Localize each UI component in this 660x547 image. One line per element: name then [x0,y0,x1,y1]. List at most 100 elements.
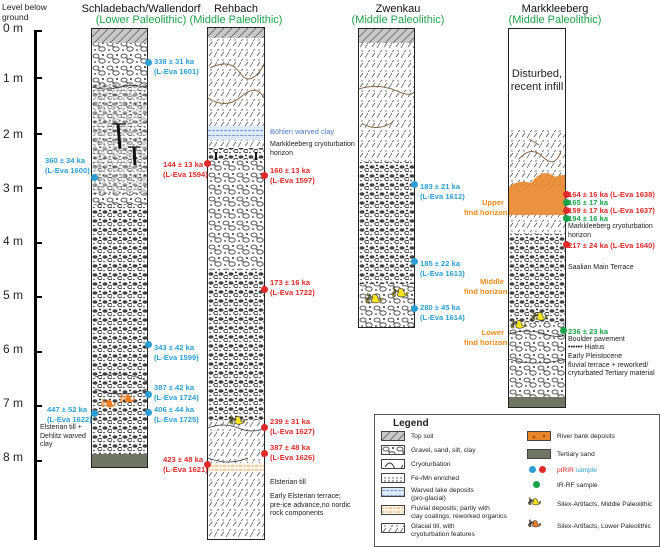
silex-middle-paleolithic-icon: ❧ [530,304,549,329]
sample-label: 447 ± 52 ka(L-Eva 1622) [47,405,92,424]
legend-silex-mp: Silex-Artifacts, Middle Paleolithic [557,501,653,508]
depth-axis-line [34,30,37,540]
axis-title-line1: Level below [2,2,47,12]
depth-tick [34,405,42,407]
boulder-pavement-label: Boulder pavement [568,336,625,343]
depth-tick-label: 3 m [3,181,24,195]
depth-tick-label: 0 m [3,21,24,35]
sample-label: 236 ± 23 ka [568,327,609,336]
pirir-sample-dot [261,424,268,431]
saalian-terrace-label: Saalian Main Terrace [568,264,634,271]
silex-middle-paleolithic-icon: ❧ [364,286,385,313]
sample-label: 217 ± 24 ka (L-Eva 1640) [568,241,655,250]
cryoturbation-swatch [381,459,405,469]
glacial-till-swatch [381,523,405,533]
topsoil-swatch [381,431,405,441]
pirir-sample-dot [145,59,152,66]
legend-pirir-red-dot [539,466,546,473]
depth-tick-label: 1 m [3,71,24,85]
sample-label: 165 ± 17 ka [568,198,609,207]
site-period-markkleeberg: (Middle Paleolithic) [508,14,602,26]
pirir-sample-dot [411,181,418,188]
fluvial-swatch [381,505,405,515]
sample-label: 160 ± 13 ka(L-Eva 1597) [270,166,315,185]
depth-tick-label: 2 m [3,127,24,141]
site-period-rehbach: (Middle Paleolithic) [189,14,283,26]
pirir-sample-dot [145,409,152,416]
legend-cryoturbation: Cryoturbation [411,461,451,468]
pirir-sample-dot [204,461,211,468]
pirir-sample-dot [261,450,268,457]
pirir-sample-dot [411,258,418,265]
site-period-zwenkau: (Middle Paleolithic) [351,14,445,26]
legend-topsoil: Top soil [411,433,434,440]
legend-irrf: IR-RF sample [557,482,598,489]
rehbach-terrace-label: Early Elsterian terrace;pre-ice advance,… [270,493,351,517]
sample-label: 194 ± 16 ka [568,214,609,223]
irrf-sample-dot [563,215,570,222]
pirir-sample-dot [145,391,152,398]
depth-tick [34,351,42,353]
silex-middle-paleolithic-icon: ❧ [390,280,411,307]
hiatus-dots: •••••• [568,344,583,351]
sample-label: 406 ± 44 ka(L-Eva 1725) [154,405,199,424]
legend-riverbank: River bank deposits [557,433,615,440]
sample-label: 338 ± 31 ka(L-Eva 1601) [154,57,199,76]
pirir-sample-dot [261,172,268,179]
sample-label: 360 ± 34 ka(L-Eva 1600) [45,156,90,175]
hiatus-label: •••••• Hiatus [568,344,605,351]
depth-tick [34,460,42,462]
depth-tick [34,296,42,298]
legend-tertiary: Tertiary sand [557,451,595,458]
silex-lower-paleolithic-icon: ❧ [118,386,137,411]
profile-column-markkleeberg [508,28,566,408]
legend-gravel: Gravel, sand, silt, clay [411,447,476,454]
depth-tick [34,242,42,244]
warved-swatch [381,487,405,497]
depth-tick [34,187,42,189]
legend-pirir: pIRIR sample [557,467,597,474]
legend-warved: Warved lake deposits(pro-glacial) [411,487,474,502]
sample-label: 387 ± 48 ka(L-Eva 1626) [270,443,315,462]
silex-middle-paleolithic-icon: ❧ [509,312,528,337]
site-name-schladebach: Schladebach/Wallendorf [81,3,201,15]
sample-label: 144 ± 13 ka(L-Eva 1594) [163,160,208,179]
legend-silex-lp: Silex-Artifacts, Lower Paleolithic [557,523,651,530]
depth-tick-label: 4 m [3,234,24,248]
legend-pirir-blue-dot [529,466,536,473]
depth-tick-label: 6 m [3,342,24,356]
rehbach-till-label: Elsterian till [270,479,306,486]
site-name-rehbach: Rehbach [213,3,259,15]
depth-tick-label: 7 m [3,396,24,410]
depth-tick [34,30,42,32]
legend-title: Legend [393,418,429,429]
boehlen-warved-clay-label: Böhlen warved clay [270,127,335,136]
sample-label: 280 ± 45 ka(L-Eva 1614) [420,303,465,322]
pirir-sample-dot [145,341,152,348]
sample-label: 173 ± 16 ka(L-Eva 1722) [270,278,315,297]
legend-irrf-dot [533,481,540,488]
profile-column-schladebach [91,28,148,468]
riverbank-swatch [527,431,551,441]
depth-tick-label: 5 m [3,288,24,302]
pirir-sample-dot [261,286,268,293]
depth-tick [34,133,42,135]
legend-box: Legend Top soil Gravel, sand, silt, clay… [374,414,660,547]
site-name-markkleeberg: Markkleeberg [521,3,589,15]
irrf-sample-dot [563,199,570,206]
sample-label: 185 ± 22 ka(L-Eva 1613) [420,259,465,278]
pirir-sample-dot [411,305,418,312]
silex-lower-paleolithic-icon: ❧ [527,514,543,534]
pirir-sample-dot [91,174,98,181]
sample-label: 159 ± 17 ka (L-Eva 1637) [568,206,655,215]
site-period-schladebach: (Lower Paleolithic) [95,14,187,26]
depth-tick [34,77,42,79]
sample-label: 343 ± 42 ka(L-Eva 1599) [154,343,199,362]
disturbed-infill-label: Disturbed,recent infill [510,68,564,93]
sample-label: 183 ± 21 ka(L-Eva 1612) [420,182,465,201]
pirir-sample-dot [563,191,570,198]
